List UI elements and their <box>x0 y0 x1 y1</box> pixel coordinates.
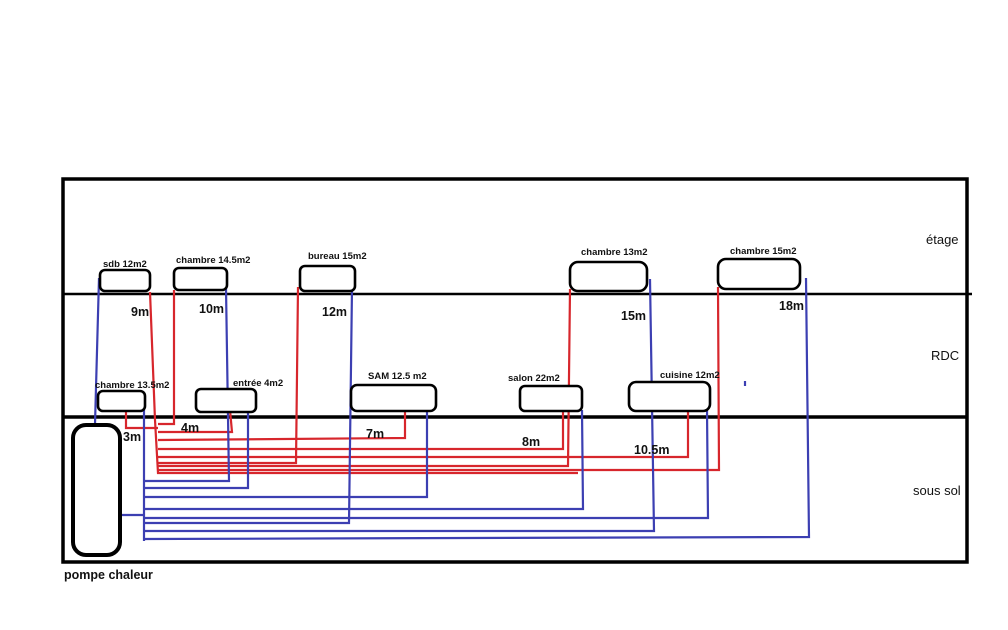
room-label-chambre-13: chambre 13m2 <box>581 247 648 258</box>
room-label-cuisine: cuisine 12m2 <box>660 370 720 381</box>
supply-pipe-cuisine <box>158 412 690 459</box>
return-pipe-entree <box>144 410 250 490</box>
supply-pipe-chambre-15 <box>158 286 721 472</box>
length-label-sam: 7m <box>366 427 384 441</box>
length-label-sdb: 9m <box>131 305 149 319</box>
floor-label-rdc: RDC <box>931 348 959 363</box>
supply-pipe-bureau <box>158 286 300 465</box>
room-label-sdb: sdb 12m2 <box>103 259 147 270</box>
return-pipe-chambre-15 <box>143 277 811 541</box>
supply-pipe-chambre-13-5 <box>124 412 158 430</box>
radiators <box>96 257 802 414</box>
return-pipe-bureau <box>144 287 354 525</box>
length-label-chambre-13: 15m <box>621 309 646 323</box>
room-labels: sdb 12m2 chambre 14.5m2 bureau 15m2 cham… <box>95 246 797 391</box>
radiator-sdb <box>98 268 152 293</box>
room-label-bureau: bureau 15m2 <box>308 251 367 262</box>
supply-pipes <box>124 286 721 475</box>
heat-pump <box>71 423 122 557</box>
length-label-salon: 8m <box>522 435 540 449</box>
floor-labels: étage RDC sous sol <box>913 232 961 498</box>
supply-pipe-sam <box>157 412 407 442</box>
radiator-chambre-15 <box>716 257 802 291</box>
length-label-bureau: 12m <box>322 305 347 319</box>
supply-pipe-chambre-13 <box>158 288 572 468</box>
radiator-chambre-13-5 <box>96 389 147 413</box>
building-outline <box>61 177 969 564</box>
radiator-chambre-14-5 <box>172 266 229 292</box>
room-label-sam: SAM 12.5 m2 <box>368 371 427 382</box>
length-label-entree: 4m <box>181 421 199 435</box>
radiator-sam <box>349 383 438 413</box>
supply-pipe-entree <box>158 409 234 434</box>
supply-pipe-salon <box>158 410 565 451</box>
room-label-entree: entrée 4m2 <box>233 378 283 389</box>
return-pipe-chambre-13 <box>144 278 656 533</box>
room-label-chambre-15: chambre 15m2 <box>730 246 797 257</box>
room-label-salon: salon 22m2 <box>508 373 560 384</box>
floor-label-etage: étage <box>926 232 959 247</box>
pump-label: pompe chaleur <box>64 568 153 582</box>
radiator-chambre-13 <box>568 260 649 293</box>
room-label-chambre-13-5: chambre 13.5m2 <box>95 380 169 391</box>
return-pipe-cuisine <box>144 409 710 520</box>
return-pipe-sam <box>144 410 429 499</box>
supply-pipe-chambre-14-5 <box>158 290 176 426</box>
length-label-chambre-15: 18m <box>779 299 804 313</box>
floor-label-sous-sol: sous sol <box>913 483 961 498</box>
supply-pipe-sdb <box>148 291 578 475</box>
return-pipe-salon <box>144 409 585 511</box>
length-label-cuisine: 10.5m <box>634 443 669 457</box>
length-label-chambre-14-5: 10m <box>199 302 224 316</box>
radiator-cuisine <box>627 380 712 413</box>
radiator-entree <box>194 387 258 414</box>
room-label-chambre-14-5: chambre 14.5m2 <box>176 255 250 266</box>
return-pipe-chambre-14-5 <box>144 287 231 483</box>
length-label-chambre-13-5: 3m <box>123 430 141 444</box>
length-labels: 9m 10m 12m 15m 18m 3m 4m 7m 8m 10.5m <box>123 299 804 457</box>
radiator-salon <box>518 384 584 413</box>
radiator-bureau <box>298 264 357 293</box>
